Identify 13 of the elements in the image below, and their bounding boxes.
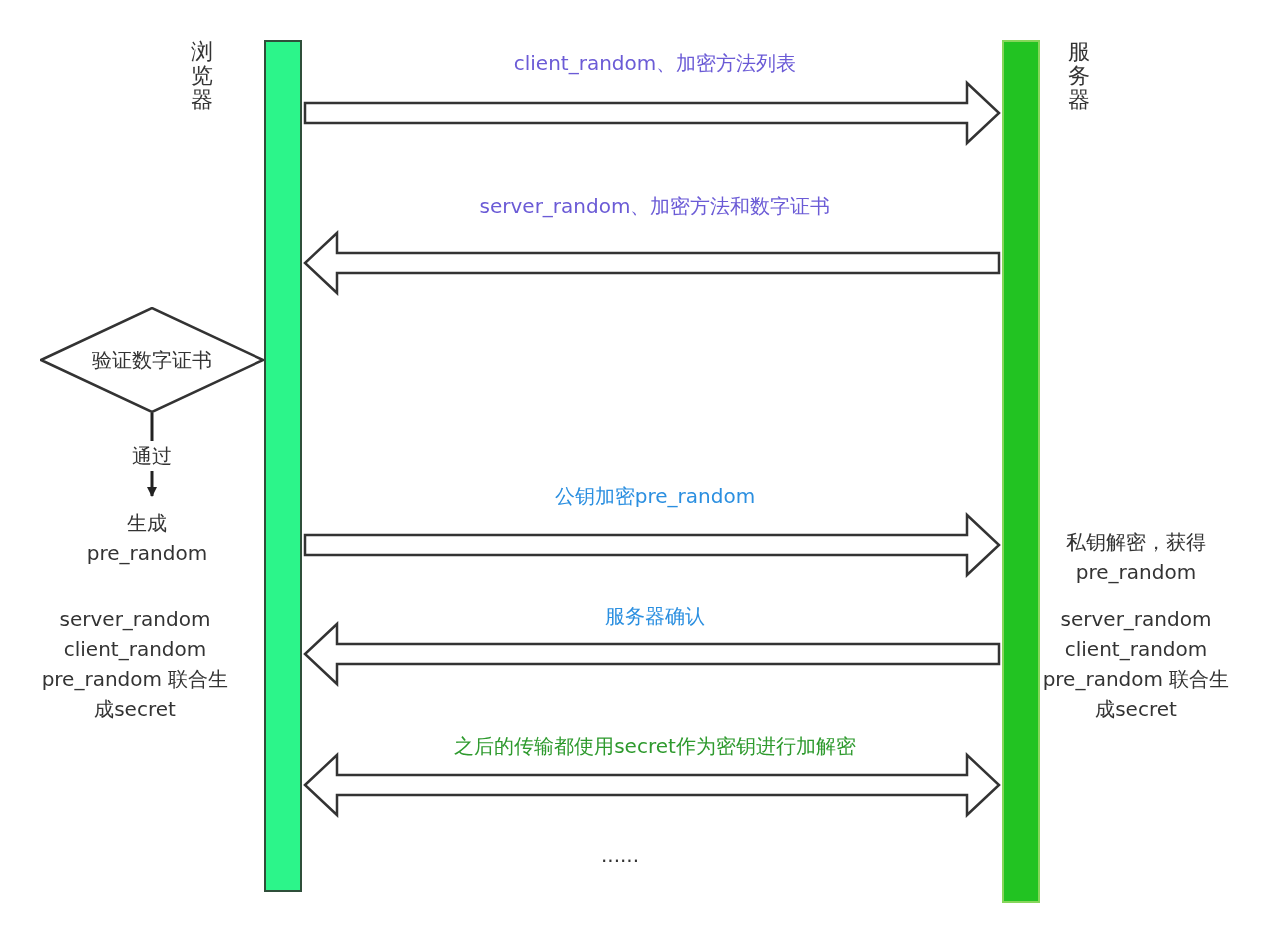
block-arrow — [303, 80, 1001, 146]
lifeline-label: 服务器 — [1068, 40, 1090, 113]
lifeline-label: 浏览器 — [191, 40, 213, 113]
note-text: ...... — [600, 842, 640, 869]
note-text: 私钥解密，获得 pre_random — [1065, 529, 1207, 586]
step-text: 生成 pre_random — [85, 510, 209, 567]
note-text: server_random client_random pre_random 联合生成secret — [40, 606, 230, 723]
block-arrow — [303, 621, 1001, 687]
block-arrow — [303, 230, 1001, 296]
block-arrow — [303, 512, 1001, 578]
block-arrow — [303, 752, 1001, 818]
note-text: server_random client_random pre_random 联合生成secret — [1041, 606, 1231, 723]
decision-diamond: 验证数字证书 — [40, 307, 264, 413]
